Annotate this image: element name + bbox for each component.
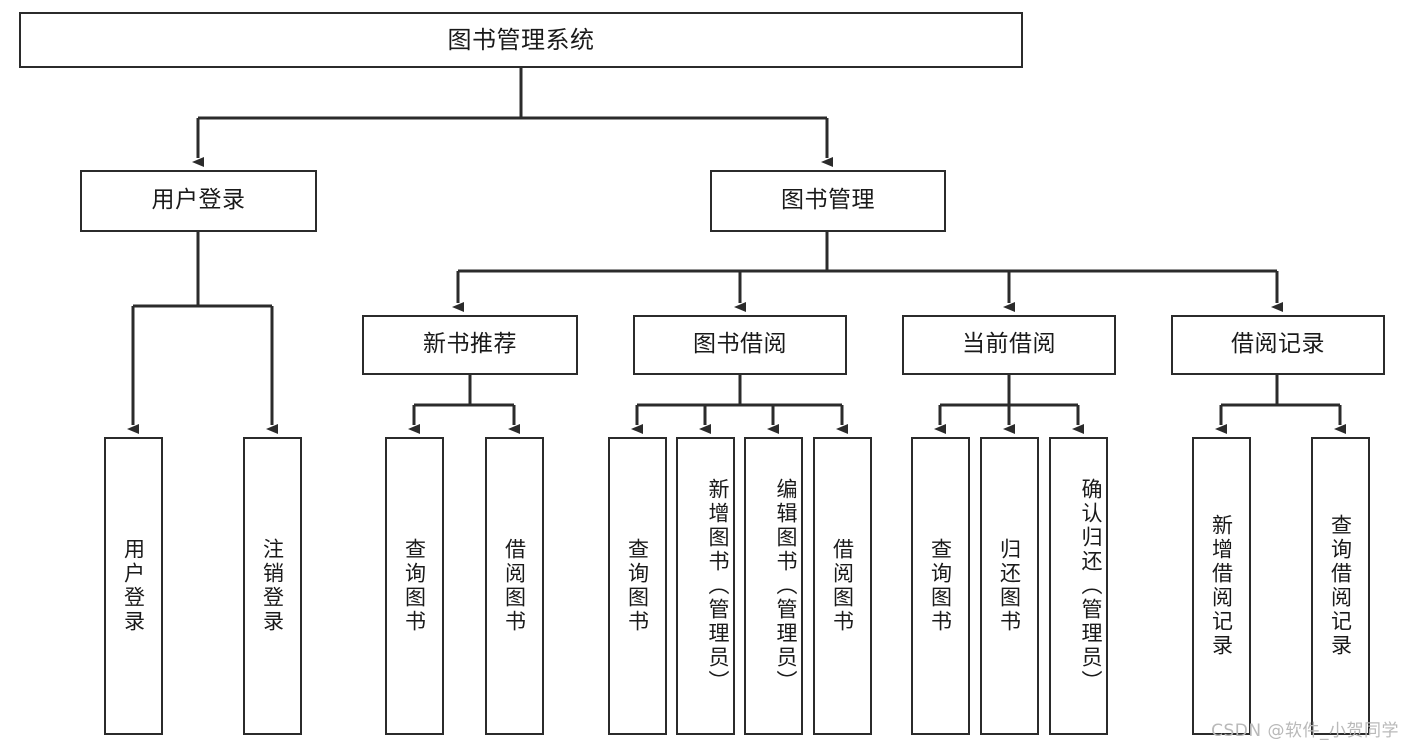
- csdn-watermark: CSDN @软件_小贺同学: [1211, 721, 1399, 741]
- node-label: 图书借阅: [693, 331, 787, 358]
- node-label: 用户登录: [151, 187, 246, 214]
- node-label: 新增图书（管理员）: [706, 478, 730, 694]
- node-book-manage[interactable]: 图书管理: [710, 170, 946, 232]
- node-leaf-query-book-1[interactable]: 查询图书: [385, 437, 444, 735]
- node-label: 查询图书: [928, 538, 953, 634]
- node-leaf-borrow-book-1[interactable]: 借阅图书: [485, 437, 544, 735]
- node-book-borrow[interactable]: 图书借阅: [633, 315, 847, 375]
- node-label: 查询图书: [402, 538, 427, 634]
- node-leaf-add-book-admin[interactable]: 新增图书（管理员）: [676, 437, 735, 735]
- node-leaf-return-book[interactable]: 归还图书: [980, 437, 1039, 735]
- node-leaf-query-book-2[interactable]: 查询图书: [608, 437, 667, 735]
- node-root-system[interactable]: 图书管理系统: [19, 12, 1023, 68]
- node-label: 借阅图书: [502, 538, 527, 634]
- node-label: 用户登录: [121, 538, 146, 634]
- node-leaf-add-borrow-record[interactable]: 新增借阅记录: [1192, 437, 1251, 735]
- node-label: 确认归还（管理员）: [1079, 478, 1103, 694]
- node-label: 查询图书: [625, 538, 650, 634]
- node-label: 新增借阅记录: [1209, 514, 1234, 658]
- node-label: 借阅图书: [830, 538, 855, 634]
- node-label: 图书管理系统: [447, 25, 595, 54]
- node-leaf-borrow-book-2[interactable]: 借阅图书: [813, 437, 872, 735]
- node-label: 归还图书: [997, 538, 1022, 634]
- node-label: 查询借阅记录: [1328, 514, 1353, 658]
- node-new-book-recommend[interactable]: 新书推荐: [362, 315, 578, 375]
- node-label: 当前借阅: [962, 331, 1056, 358]
- node-leaf-edit-book-admin[interactable]: 编辑图书（管理员）: [744, 437, 803, 735]
- node-leaf-user-login[interactable]: 用户登录: [104, 437, 163, 735]
- node-label: 注销登录: [260, 538, 285, 634]
- node-leaf-logout[interactable]: 注销登录: [243, 437, 302, 735]
- node-leaf-query-book-3[interactable]: 查询图书: [911, 437, 970, 735]
- node-leaf-confirm-return-admin[interactable]: 确认归还（管理员）: [1049, 437, 1108, 735]
- node-label: 图书管理: [781, 187, 875, 214]
- node-label: 编辑图书（管理员）: [774, 478, 798, 694]
- node-leaf-query-borrow-record[interactable]: 查询借阅记录: [1311, 437, 1370, 735]
- node-borrow-record[interactable]: 借阅记录: [1171, 315, 1385, 375]
- node-current-borrow[interactable]: 当前借阅: [902, 315, 1116, 375]
- node-label: 借阅记录: [1231, 331, 1325, 358]
- node-user-login[interactable]: 用户登录: [80, 170, 317, 232]
- node-label: 新书推荐: [423, 331, 517, 358]
